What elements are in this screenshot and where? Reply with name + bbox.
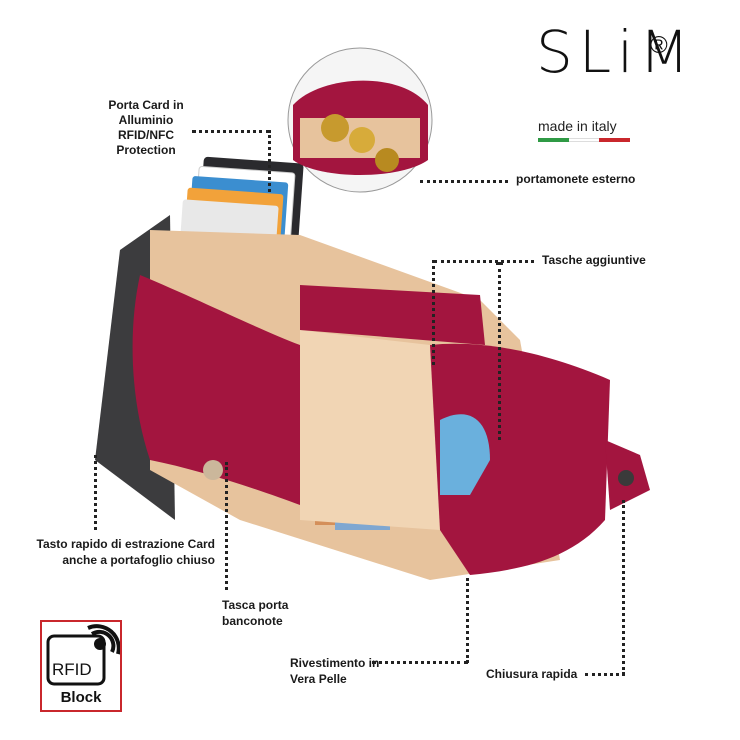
label-tasto-line1: Tasto rapido di estrazione Card <box>36 537 215 551</box>
label-rivestimento-line2: Vera Pelle <box>290 672 347 686</box>
left-leather-flap <box>132 275 300 505</box>
label-tasca-line2: banconote <box>222 614 283 628</box>
made-in-text: made in italy <box>538 118 617 134</box>
registered-mark: ® <box>650 32 668 59</box>
label-chiusura: Chiusura rapida <box>486 667 578 681</box>
label-rivestimento-line1: Rivestimento in <box>290 656 380 670</box>
brand-wordmark: SLiM <box>536 18 696 86</box>
rfid-text: RFID <box>52 660 92 679</box>
rfid-card-icon <box>46 624 120 686</box>
block-text: Block <box>60 689 102 706</box>
label-portamonete: portamonete esterno <box>516 172 636 186</box>
label-tasca-line1: Tasca porta <box>222 598 289 612</box>
right-leather-flap <box>430 343 610 575</box>
brand-logo: SLiM ® made in italy <box>528 18 708 142</box>
italian-flag-bar <box>538 138 631 142</box>
rfid-block-badge: RFID Block <box>40 620 122 712</box>
label-tasto-line2: anche a portafoglio chiuso <box>62 553 215 567</box>
label-porta-card: Porta Card in Alluminio RFID/NFC Protect… <box>108 98 184 157</box>
label-tasche: Tasche aggiuntive <box>542 253 646 267</box>
leader-porta-card <box>192 130 270 133</box>
center-pocket <box>300 330 440 530</box>
